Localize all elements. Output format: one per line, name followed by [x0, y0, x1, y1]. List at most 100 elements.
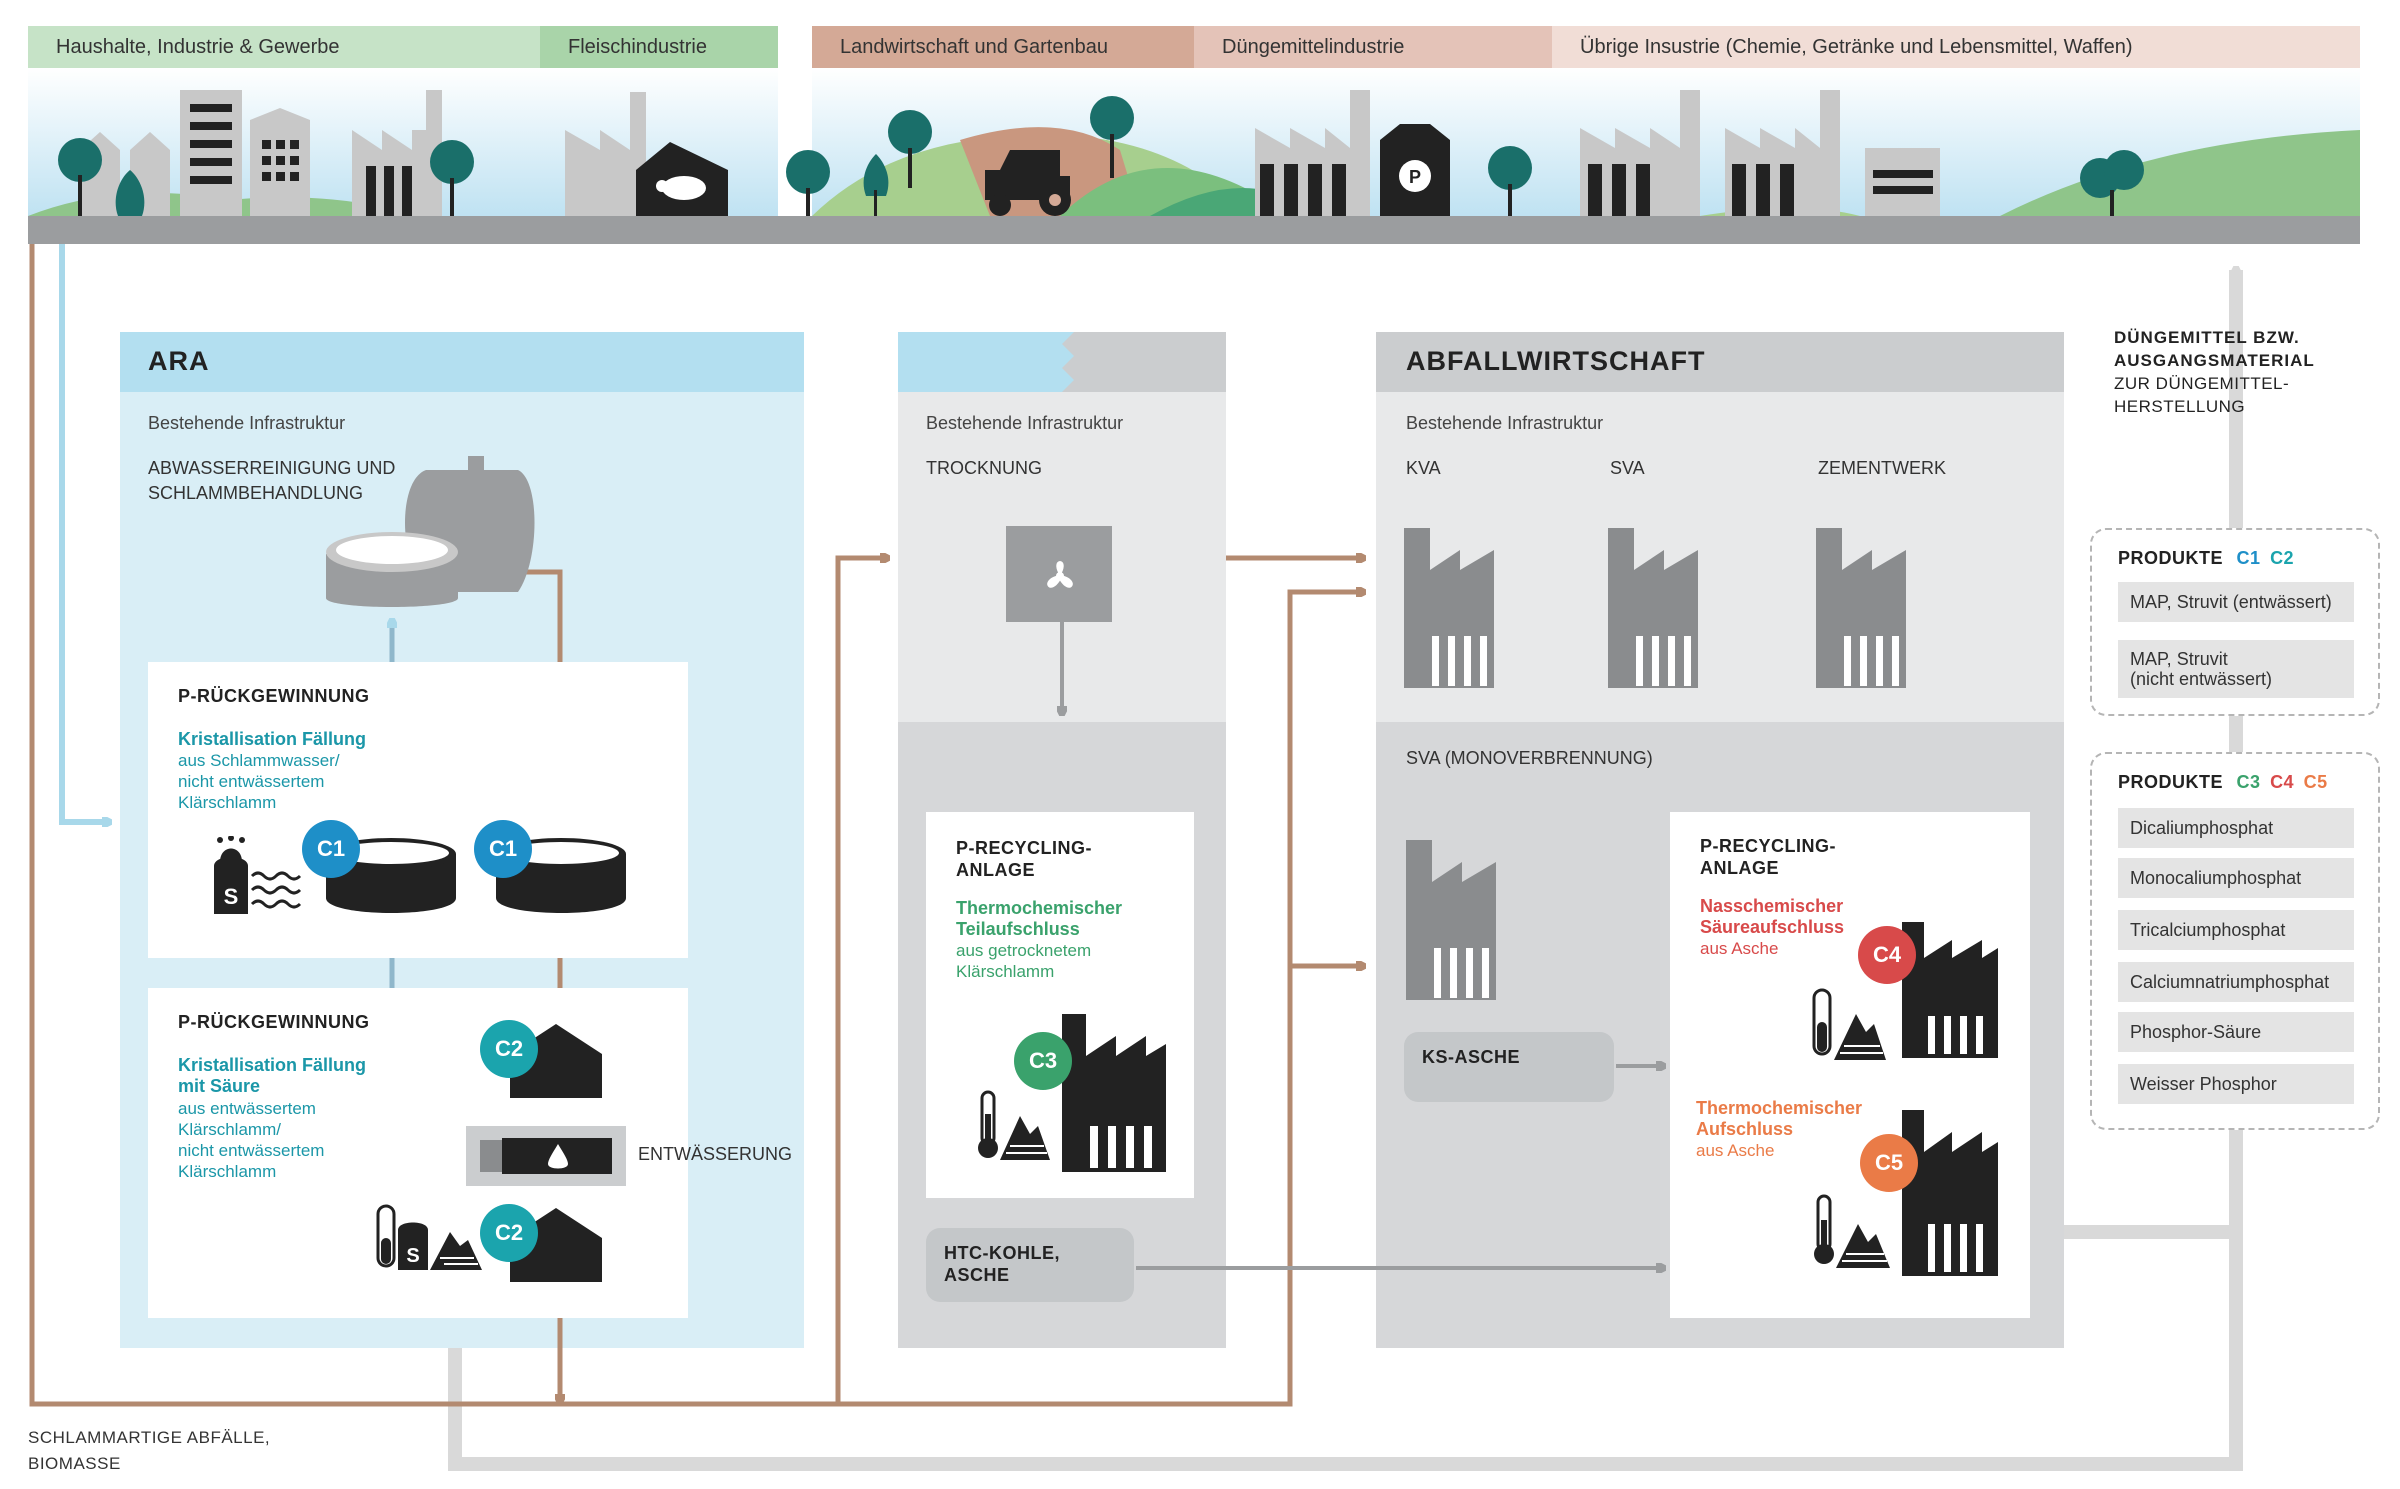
right-heading: DÜNGEMITTEL BZW. AUSGANGSMATERIAL ZUR DÜ… [2114, 326, 2315, 418]
badge-c2-b: C2 [480, 1204, 538, 1262]
product-weisser-phosphor: Weisser Phosphor [2118, 1064, 2354, 1104]
ks-asche-box: KS-ASCHE [1404, 1032, 1614, 1102]
p-sack-label: P [1409, 167, 1421, 187]
abfall-box-sub1: Nasschemischer [1700, 896, 1844, 916]
dewatering-icon [480, 1138, 612, 1174]
trocknung-box-title2: ANLAGE [956, 860, 1035, 880]
ara-abw-line2: SCHLAMMBEHANDLUNG [148, 483, 364, 503]
abfall-infra-label: Bestehende Infrastruktur [1406, 413, 1604, 433]
produkte-c3: C3 [2236, 772, 2261, 792]
product-dicaliumphosphat: Dicaliumphosphat [2118, 808, 2354, 848]
abfall-box-title2: ANLAGE [1700, 858, 1779, 878]
box2-desc4: Klärschlamm [178, 1162, 277, 1181]
chemicals-icon: S [376, 1204, 482, 1270]
fan-icon [1047, 561, 1073, 588]
thermometer-icon-c5 [1814, 1194, 1890, 1268]
badge-c5: C5 [1860, 1134, 1918, 1192]
box1-desc1: aus Schlammwasser/ [178, 751, 340, 770]
ara-title: ARA [148, 346, 210, 376]
produkte-label-1: PRODUKTE [2118, 548, 2224, 568]
right-head3: ZUR DÜNGEMITTEL- [2114, 374, 2290, 393]
produkte-c1: C1 [2236, 548, 2261, 568]
kva-factory-icon [1404, 528, 1494, 688]
entwaesserung-label: ENTWÄSSERUNG [638, 1144, 793, 1164]
band-haushalte: Haushalte, Industrie & Gewerbe [28, 26, 540, 68]
product-calciumnatriumphosphat: Calciumnatriumphosphat [2118, 962, 2354, 1002]
abfall-box-sub2: Säureaufschluss [1700, 917, 1845, 937]
schlamm-label-2: BIOMASSE [28, 1454, 121, 1473]
trocknung-infra-label: Bestehende Infrastruktur [926, 413, 1124, 433]
band-duengemittelindustrie: Düngemittelindustrie [1194, 26, 1552, 68]
produkte-c5: C5 [2303, 772, 2328, 792]
trocknung-box-sub2: Teilaufschluss [956, 919, 1080, 939]
ara-header [120, 332, 804, 392]
abfall-title: ABFALLWIRTSCHAFT [1406, 346, 1706, 376]
badge-c2-a: C2 [480, 1020, 538, 1078]
salt-water-icon: S [214, 836, 302, 914]
abfall-kva-label: KVA [1406, 458, 1441, 478]
box2-sub1: Kristallisation Fällung [178, 1055, 367, 1075]
badge-c1-a: C1 [302, 820, 360, 878]
right-head1: DÜNGEMITTEL BZW. [2114, 328, 2300, 347]
box1-title: P-RÜCKGEWINNUNG [178, 686, 370, 706]
produkte-label-2: PRODUKTE [2118, 772, 2224, 792]
badge-c4: C4 [1858, 926, 1916, 984]
product-phosphor-saeure: Phosphor-Säure [2118, 1012, 2354, 1052]
ara-infrastructure-icon [326, 456, 535, 607]
badge-c3: C3 [1014, 1032, 1072, 1090]
trocknung-box-desc2: Klärschlamm [956, 962, 1055, 981]
htc-line2: ASCHE [944, 1265, 1010, 1285]
box1-desc3: Klärschlamm [178, 793, 277, 812]
produkte-c2: C2 [2270, 548, 2295, 568]
chem-s-label: S [406, 1245, 419, 1267]
right-head4: HERSTELLUNG [2114, 397, 2246, 416]
schlamm-label-1: SCHLAMMARTIGE ABFÄLLE, [28, 1428, 271, 1447]
salt-s-label: S [224, 884, 239, 909]
product-map-line1: MAP, Struvit [2130, 649, 2228, 669]
abfall-box-desc: aus Asche [1700, 939, 1779, 958]
produkte-c4: C4 [2270, 772, 2295, 792]
box2-sub2: mit Säure [178, 1076, 261, 1096]
zementwerk-factory-icon [1816, 528, 1906, 688]
abfall-header [1376, 332, 2064, 392]
c3-factory-icon [1062, 1014, 1166, 1172]
product-map-line2: (nicht entwässert) [2130, 669, 2273, 689]
abfall-box-title1: P-RECYCLING- [1700, 836, 1836, 856]
right-head2: AUSGANGSMATERIAL [2114, 351, 2315, 370]
sva-factory-icon [1608, 528, 1698, 688]
abfall-box-desc2: aus Asche [1696, 1141, 1775, 1160]
produkte-heading-2: PRODUKTE C3 C4 C5 [2118, 772, 2328, 793]
testtube-icon-c4 [1812, 988, 1886, 1060]
band-fleischindustrie: Fleischindustrie [540, 26, 778, 68]
box2-desc2: Klärschlamm/ [178, 1120, 281, 1139]
box2-title: P-RÜCKGEWINNUNG [178, 1012, 370, 1032]
c4-factory-icon [1902, 922, 1998, 1058]
abfall-box-sub3: Thermochemischer [1696, 1098, 1863, 1118]
box2-desc3: nicht entwässertem [178, 1141, 325, 1160]
abfall-sva-label: SVA [1610, 458, 1645, 478]
box2-desc1: aus entwässertem [178, 1099, 316, 1118]
trocknung-box-sub1: Thermochemischer [956, 898, 1123, 918]
thermometer-icon-c3 [978, 1090, 1050, 1160]
trocknung-header [898, 332, 1226, 392]
landscape-illustration: P [28, 68, 2360, 244]
produkte-heading-1: PRODUKTE C1 C2 [2118, 548, 2294, 569]
trocknung-box-title1: P-RECYCLING- [956, 838, 1092, 858]
htc-line1: HTC-KOHLE, [944, 1243, 1060, 1263]
abfall-zement-label: ZEMENTWERK [1818, 458, 1946, 478]
band-landwirtschaft: Landwirtschaft und Gartenbau [812, 26, 1194, 68]
band-uebrige-industrie: Übrige Insustrie (Chemie, Getränke und L… [1552, 26, 2360, 68]
ara-infra-label: Bestehende Infrastruktur [148, 413, 346, 433]
product-monocaliumphosphat: Monocaliumphosphat [2118, 858, 2354, 898]
product-tricalciumphosphat: Tricalciumphosphat [2118, 910, 2354, 950]
trocknung-box-desc1: aus getrocknetem [956, 941, 1092, 960]
box1-desc2: nicht entwässertem [178, 772, 325, 791]
abfall-mono-label: SVA (MONOVERBRENNUNG) [1406, 748, 1653, 768]
abfall-box-sub4: Aufschluss [1696, 1119, 1794, 1139]
mono-factory-icon [1406, 840, 1496, 1000]
trocknung-label: TROCKNUNG [926, 458, 1042, 478]
product-map-nicht-entwaessert: MAP, Struvit (nicht entwässert) [2118, 640, 2354, 698]
product-map-entwaessert: MAP, Struvit (entwässert) [2118, 582, 2354, 622]
ara-abw-line1: ABWASSERREINIGUNG UND [148, 458, 396, 478]
box1-sub: Kristallisation Fällung [178, 729, 367, 749]
